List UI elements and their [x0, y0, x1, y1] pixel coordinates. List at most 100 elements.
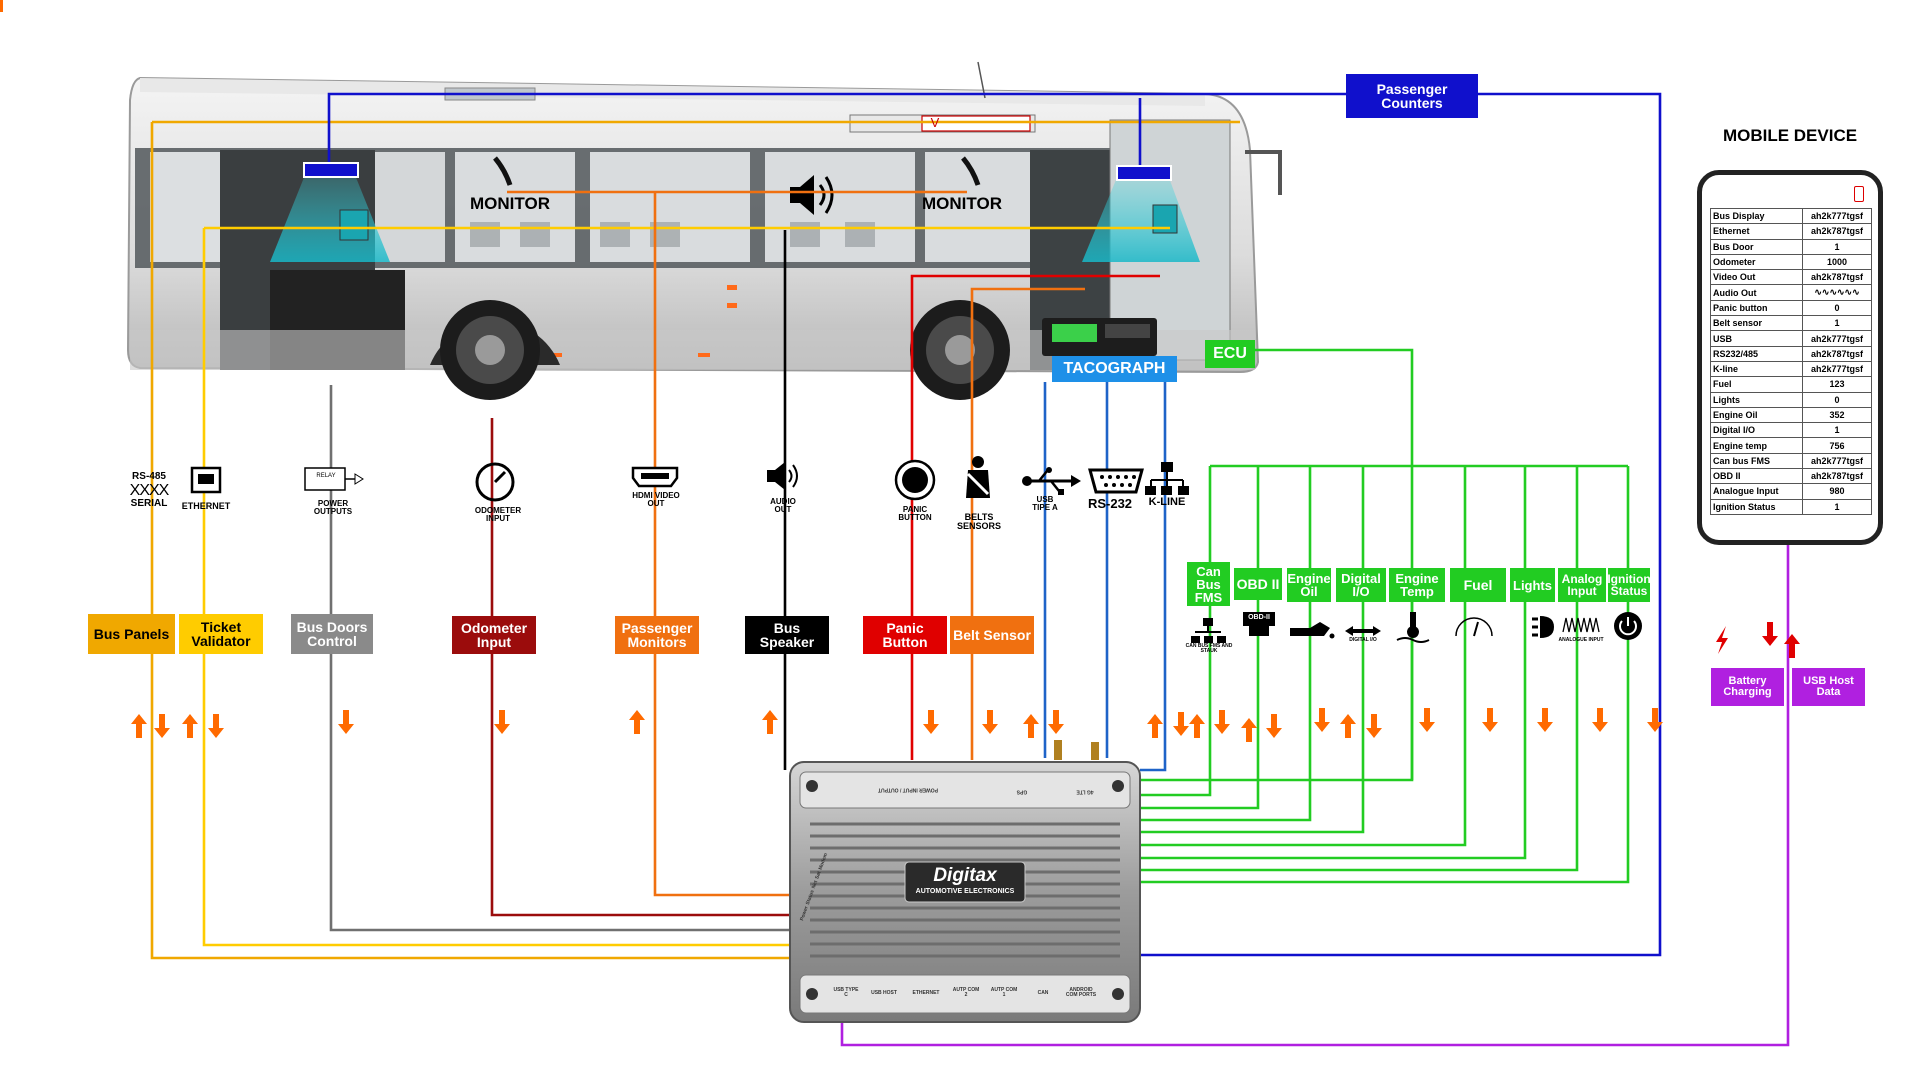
port-autp-com2: AUTP COM 2: [952, 987, 980, 999]
can-bus-fms-box: Can Bus FMS: [1187, 562, 1230, 606]
mobile-row-value: 1: [1802, 498, 1872, 515]
analog-input-box: Analog Input: [1558, 568, 1606, 602]
mobile-row-label: RS232/485: [1710, 345, 1803, 362]
power-outputs-icon: [304, 467, 364, 491]
ethernet-caption: ETHERNET: [181, 501, 231, 511]
front-passenger-counter-sensor: [1116, 165, 1172, 181]
left-monitor-label: MONITOR: [470, 194, 550, 213]
rs232-caption: RS-232: [1087, 496, 1133, 511]
mobile-row-value: ah2k777tgsf: [1802, 360, 1872, 378]
arrow-group: [131, 622, 1800, 742]
mobile-row-label: Digital I/O: [1710, 422, 1803, 439]
relay-glyph: RELAY: [316, 473, 336, 479]
lights-icon: [1532, 616, 1554, 638]
odometer-input-tag: Odometer Input: [452, 616, 536, 654]
ignition-icon: [1614, 612, 1642, 640]
port-android-com: ANDROID COM PORTS: [1065, 987, 1097, 999]
port-power-io: POWER INPUT / OUTPUT: [878, 786, 938, 793]
mobile-row-value: 980: [1802, 483, 1872, 500]
right-monitor-icon: [961, 156, 981, 186]
rear-passenger-counter-sensor: [303, 162, 359, 178]
mobile-row-label: USB: [1710, 330, 1803, 347]
mobile-row-label: Belt sensor: [1710, 315, 1803, 332]
battery-charging-tag: Battery Charging: [1711, 668, 1784, 706]
mobile-row-value: ah2k787tgsf: [1802, 269, 1872, 286]
mobile-row-label: K-line: [1710, 360, 1803, 378]
odometer-icon: [475, 462, 515, 502]
digital-io-sub: DIGITAL I/O: [1349, 637, 1377, 643]
engine-oil-box: Engine Oil: [1287, 568, 1331, 602]
tacograph-box: TACOGRAPH: [1052, 356, 1177, 382]
port-gps: GPS: [1016, 788, 1028, 795]
belts-sensors-caption: BELTS SENSORS: [956, 512, 1001, 532]
mobile-row-value: 352: [1802, 406, 1872, 424]
fuel-box: Fuel: [1450, 568, 1506, 602]
passenger-monitors-tag: Passenger Monitors: [615, 616, 699, 654]
usb-host-data-tag: USB Host Data: [1792, 668, 1865, 706]
mobile-row-value: ah2k777tgsf: [1802, 452, 1872, 470]
fuel-gauge-icon: [1455, 617, 1493, 637]
ethernet-icon: [190, 466, 222, 494]
mobile-row-label: Ethernet: [1710, 223, 1803, 240]
lightning-icon: [1716, 626, 1728, 654]
rs485-line2: SERIAL: [130, 498, 168, 510]
odometer-input-caption: ODOMETER INPUT: [474, 506, 522, 524]
obd-ii-box: OBD II: [1234, 568, 1282, 600]
mobile-row-label: Fuel: [1710, 376, 1803, 393]
mobile-row-label: Odometer: [1710, 253, 1803, 271]
digital-io-box: Digital I/O: [1336, 568, 1386, 602]
bus-illustration: [126, 61, 1282, 400]
lights-box: Lights: [1510, 568, 1555, 602]
usb-tipe-a-caption: USB TIPE A: [1032, 495, 1058, 513]
rs485-line1: RS-485: [132, 471, 166, 482]
port-can: CAN: [1037, 990, 1049, 996]
front-sensor-beam: [1082, 175, 1200, 262]
mobile-row-value: 0: [1802, 299, 1872, 317]
can-bus-sub: CAN BUS FMS AND STAUK: [1185, 643, 1233, 655]
ecu-box: ECU: [1205, 340, 1255, 368]
mobile-row-label: Audio Out: [1710, 284, 1803, 301]
mobile-row-label: Bus Display: [1710, 207, 1803, 225]
mobile-row-value: ah2k777tgsf: [1802, 207, 1872, 225]
signal-arrows: [0, 0, 3, 12]
port-4g-lte: 4G LTE: [1076, 788, 1094, 795]
rs485-glyph: XXXX: [129, 481, 170, 499]
mobile-row-label: Ignition Status: [1710, 498, 1803, 515]
bus-panels-tag: Bus Panels: [88, 614, 175, 654]
mobile-row-label: Can bus FMS: [1710, 452, 1803, 470]
mobile-row-label: OBD II: [1710, 468, 1803, 485]
antennas: [1054, 740, 1099, 760]
mobile-row-value: 1: [1802, 315, 1872, 332]
mobile-row-value: 1: [1802, 422, 1872, 439]
can-bus-icon: [1191, 618, 1226, 643]
left-monitor-icon: [493, 156, 513, 186]
rear-validator-unit: [339, 209, 369, 241]
mobile-row-value: 1: [1802, 238, 1872, 255]
digital-io-icon: [1345, 626, 1381, 636]
engine-temp-box: Engine Temp: [1389, 568, 1445, 602]
k-line-icon: [1145, 462, 1189, 495]
passenger-counters-box: Passenger Counters: [1346, 74, 1478, 118]
usb-icon: [1022, 467, 1081, 495]
audio-out-caption: AUDIO OUT: [770, 497, 796, 515]
mobile-row-value: 1000: [1802, 253, 1872, 271]
mobile-row-value: ah2k787tgsf: [1802, 468, 1872, 485]
route-sign-text: V: [930, 115, 940, 130]
mobile-row-label: Lights: [1710, 391, 1803, 408]
port-autp-com1: AUTP COM 1: [990, 987, 1018, 999]
panic-button-caption: PANIC BUTTON: [898, 505, 932, 523]
mobile-row-label: Panic button: [1710, 299, 1803, 317]
